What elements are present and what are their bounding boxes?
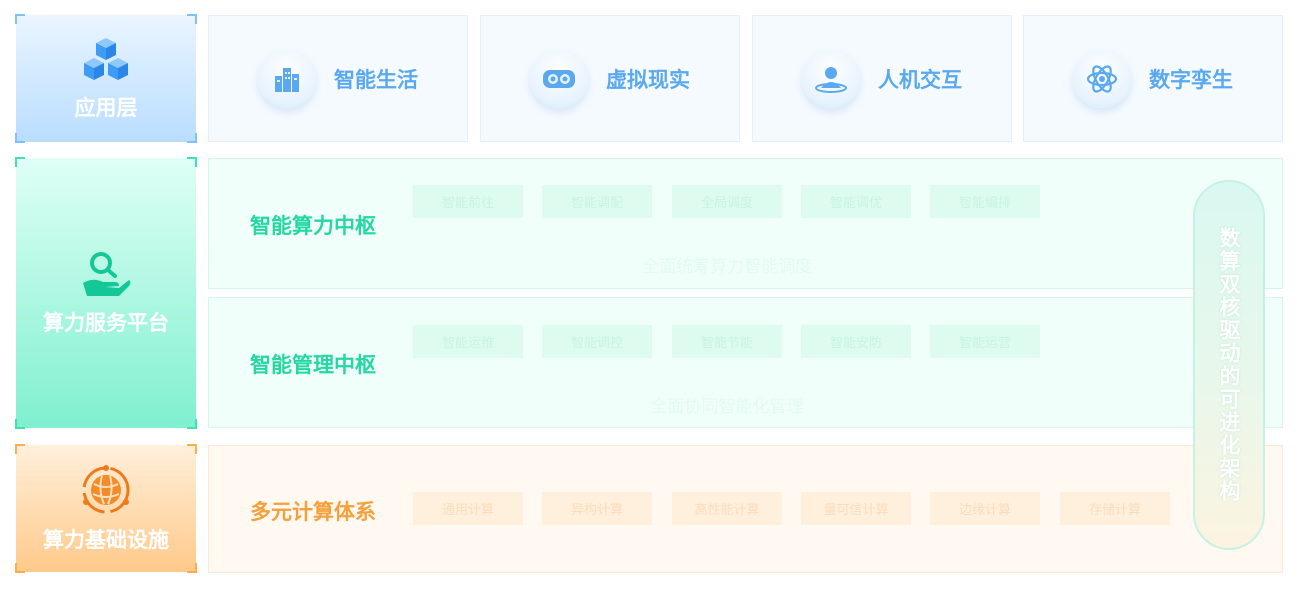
app-label: 数字孪生 bbox=[1149, 67, 1233, 92]
management-hub-chip[interactable]: 智能运营 bbox=[930, 325, 1040, 358]
compute-hub-chip[interactable]: 智能调配 bbox=[542, 185, 652, 218]
layer-label-platform-text: 算力服务平台 bbox=[43, 311, 169, 335]
management-hub-caption: 全面协同智能化管理 bbox=[650, 397, 804, 417]
atom-icon bbox=[1073, 49, 1131, 108]
layer-label-application-text: 应用层 bbox=[74, 95, 138, 120]
management-hub-panel bbox=[208, 297, 1283, 428]
infra-system-chip[interactable]: 异构计算 bbox=[542, 492, 652, 525]
infra-system-chip[interactable]: 高性能计算 bbox=[672, 492, 782, 525]
app-card-virtual-reality[interactable]: 虚拟现实 bbox=[480, 15, 740, 142]
cubes-icon bbox=[84, 37, 128, 80]
infra-system-chip[interactable]: 通用计算 bbox=[413, 492, 523, 525]
city-buildings-icon bbox=[258, 49, 316, 108]
globe-network-icon bbox=[82, 464, 130, 513]
app-label: 人机交互 bbox=[878, 67, 962, 92]
layer-label-application: 应用层 bbox=[15, 14, 197, 143]
management-hub-chip[interactable]: 智能调控 bbox=[542, 325, 652, 358]
app-label: 智能生活 bbox=[334, 67, 418, 92]
app-card-human-machine-interaction[interactable]: 人机交互 bbox=[752, 15, 1012, 142]
app-card-smart-living[interactable]: 智能生活 bbox=[208, 15, 468, 142]
layer-label-infrastructure: 算力基础设施 bbox=[15, 444, 197, 573]
vertical-banner: 数算双核驱动的可进化架构 bbox=[1193, 180, 1265, 550]
vertical-banner-text: 数算双核驱动的可进化架构 bbox=[1217, 227, 1241, 503]
hand-search-icon bbox=[83, 252, 131, 296]
management-hub-chip[interactable]: 智能安防 bbox=[801, 325, 911, 358]
compute-hub-chip[interactable]: 智能前往 bbox=[413, 185, 523, 218]
compute-hub-panel bbox=[208, 158, 1283, 289]
management-hub-chip[interactable]: 智能运维 bbox=[413, 325, 523, 358]
layer-label-platform: 算力服务平台 bbox=[15, 157, 197, 429]
infra-system-title: 多元计算体系 bbox=[250, 500, 376, 524]
user-interaction-icon bbox=[802, 49, 860, 108]
infra-system-chip[interactable]: 存储计算 bbox=[1060, 492, 1170, 525]
infra-system-chip[interactable]: 量可信计算 bbox=[801, 492, 911, 525]
management-hub-chip[interactable]: 智能节能 bbox=[672, 325, 782, 358]
infra-system-chip[interactable]: 边缘计算 bbox=[930, 492, 1040, 525]
compute-hub-chip[interactable]: 全局调度 bbox=[672, 185, 782, 218]
layer-label-infrastructure-text: 算力基础设施 bbox=[43, 527, 169, 552]
management-hub-title: 智能管理中枢 bbox=[250, 353, 376, 377]
compute-hub-chip[interactable]: 智能调优 bbox=[801, 185, 911, 218]
compute-hub-title: 智能算力中枢 bbox=[250, 214, 376, 238]
compute-hub-chip[interactable]: 智能编排 bbox=[930, 185, 1040, 218]
compute-hub-caption: 全面统筹算力智能调度 bbox=[642, 257, 812, 277]
app-card-digital-twin[interactable]: 数字孪生 bbox=[1023, 15, 1283, 142]
vr-goggles-icon bbox=[530, 49, 588, 108]
app-label: 虚拟现实 bbox=[606, 67, 690, 92]
